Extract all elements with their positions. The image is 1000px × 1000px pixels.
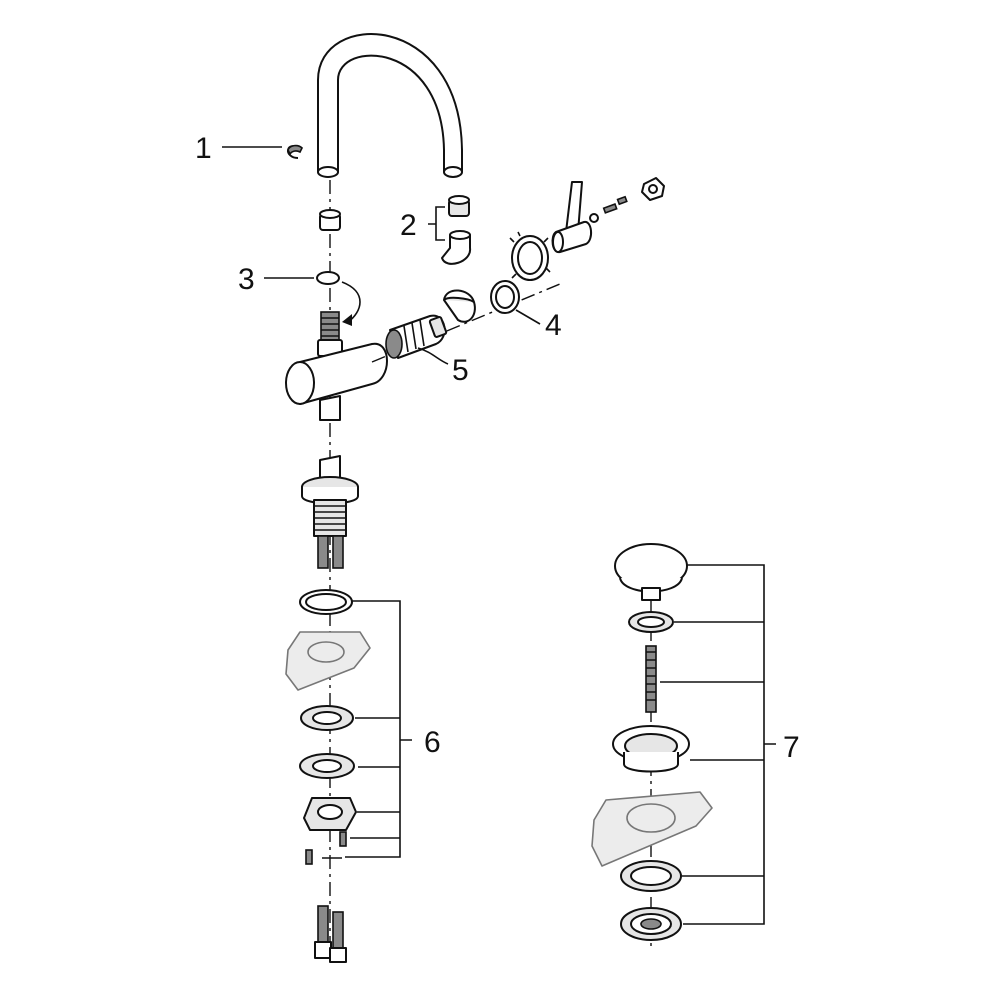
aerator [441, 195, 472, 265]
supply-hoses-lower [314, 905, 347, 963]
callout-2: 2 [400, 209, 417, 242]
callout-5: 5 [452, 354, 469, 387]
threaded-shank [301, 455, 359, 537]
supply-hoses-upper [317, 535, 344, 569]
spout-fitting [319, 209, 341, 231]
toothed-nut [509, 231, 551, 281]
callout-6: 6 [424, 726, 441, 759]
handle-screws [589, 177, 665, 223]
pop-up-waste [591, 543, 713, 941]
valve-body [285, 311, 388, 421]
leader-5 [417, 347, 449, 365]
bracket-2 [428, 206, 445, 241]
callout-1: 1 [195, 132, 212, 165]
callout-4: 4 [545, 309, 562, 342]
lever-handle [551, 181, 592, 254]
spout [317, 33, 463, 178]
o-ring [316, 271, 340, 285]
rotation-arrowhead [342, 314, 352, 326]
mounting-kit [285, 589, 371, 865]
spout-clip [287, 144, 303, 159]
bracket-6 [345, 600, 412, 858]
dome-cap [443, 289, 476, 323]
callout-3: 3 [238, 263, 255, 296]
leader-4 [515, 309, 541, 325]
retaining-ring [490, 280, 520, 314]
callout-7: 7 [783, 731, 800, 764]
bracket-7 [660, 564, 776, 925]
cartridge [385, 314, 448, 359]
